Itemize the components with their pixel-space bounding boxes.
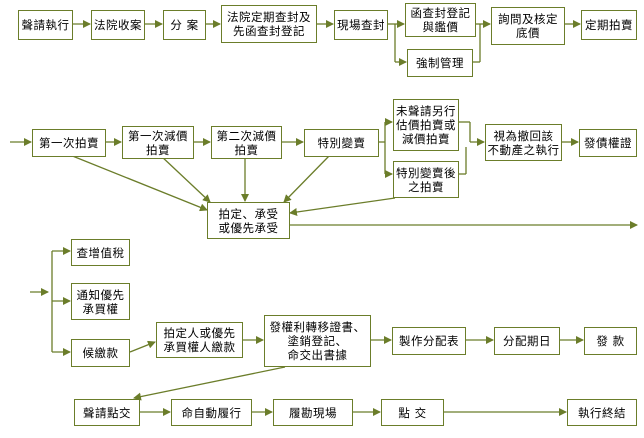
node-distribution-date: 分配期日: [494, 327, 560, 355]
node-distribution-table: 製作分配表: [392, 327, 466, 355]
node-scheduled-auction: 定期拍賣: [581, 10, 637, 40]
node-check-land-tax: 查增值稅: [71, 239, 130, 266]
arrow: [283, 154, 331, 203]
node-transfer-certificate: 發權利轉移證書、 塗銷登記、 命交出書據: [264, 315, 371, 367]
node-first-auction: 第一次拍賣: [32, 129, 106, 157]
node-deemed-withdrawal: 視為撤回該 不動產之執行: [485, 124, 562, 161]
node-execution-complete: 執行終結: [567, 399, 637, 426]
node-onsite-seizure: 現場查封: [334, 10, 388, 40]
arrow: [129, 340, 156, 353]
node-await-payment: 候繳款: [71, 339, 130, 367]
node-site-inspection: 履勘現場: [273, 399, 353, 426]
node-disbursement: 發 款: [584, 327, 637, 355]
arrow: [289, 197, 396, 216]
arrow: [133, 366, 286, 401]
node-second-reduced-auction: 第二次減價 拍賣: [211, 126, 282, 159]
node-scheduled-seizure: 法院定期查封及 先函查封登記: [221, 5, 317, 43]
node-case-assignment: 分 案: [163, 10, 206, 40]
node-first-reduced-auction: 第一次減價 拍賣: [122, 126, 194, 159]
node-special-sale: 特別變賣: [304, 129, 379, 157]
node-reserve-price: 詢問及核定 底價: [491, 7, 565, 45]
node-post-special-sale-auction: 特別變賣後 之拍賣: [393, 161, 459, 198]
node-request-handover: 聲請點交: [74, 399, 140, 426]
node-handover: 點 交: [381, 399, 444, 426]
arrow: [69, 154, 208, 212]
node-order-voluntary-compliance: 命自動履行: [171, 399, 252, 426]
node-notify-preemption: 通知優先 承買權: [71, 283, 130, 320]
node-seizure-registration-appraisal: 函查封登記 與鑑價: [405, 3, 476, 37]
node-auction-concluded: 拍定、承受 或優先承受: [207, 202, 290, 239]
node-buyer-payment: 拍定人或優先 承買權人繳款: [156, 322, 243, 358]
node-no-reappraisal-request: 未聲請另行 估價拍賣或 減價拍賣: [393, 99, 459, 151]
arrow: [159, 154, 211, 203]
node-issue-debt-certificate: 發債權證: [579, 129, 637, 157]
node-file-application: 聲請執行: [18, 10, 73, 40]
node-court-intake: 法院收案: [91, 10, 145, 40]
node-compulsory-management: 強制管理: [407, 49, 473, 77]
